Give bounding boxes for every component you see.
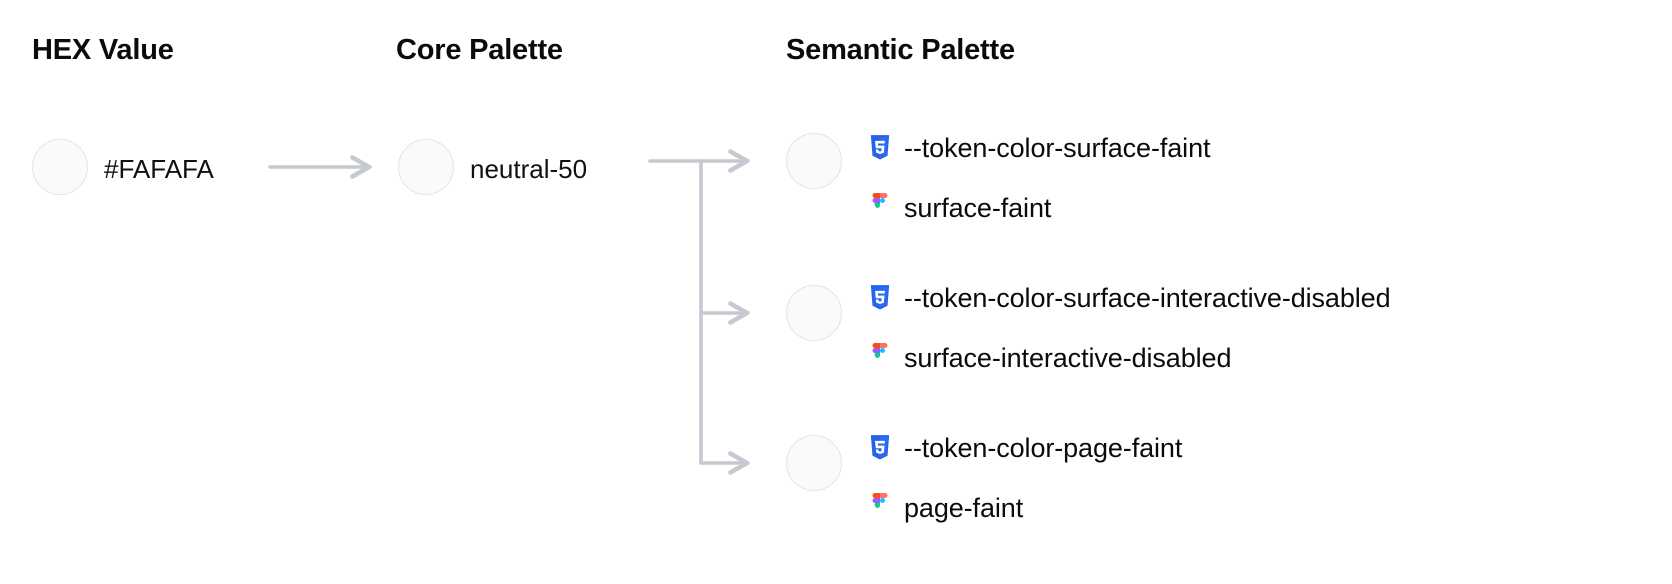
css-token-line: --token-color-surface-interactive-disabl… <box>866 268 1391 328</box>
color-swatch-semantic-page-faint <box>786 435 842 491</box>
css3-icon <box>866 433 894 463</box>
css-token-line: --token-color-page-faint <box>866 418 1182 478</box>
color-swatch-core <box>398 139 454 195</box>
column-heading-core-palette: Core Palette <box>396 34 563 66</box>
color-swatch-semantic-surface-faint <box>786 133 842 189</box>
column-heading-semantic-palette: Semantic Palette <box>786 34 1015 66</box>
css3-icon <box>866 133 894 163</box>
column-heading-hex-value: HEX Value <box>32 34 174 66</box>
css3-icon <box>866 283 894 313</box>
figma-token-line: surface-interactive-disabled <box>866 328 1391 388</box>
semantic-token-group: --token-color-surface-interactive-disabl… <box>866 268 1391 388</box>
figma-icon <box>866 193 894 223</box>
css-token-line: --token-color-surface-faint <box>866 118 1211 178</box>
css-token-name: --token-color-surface-interactive-disabl… <box>904 282 1391 313</box>
hex-value-label: #FAFAFA <box>104 154 214 184</box>
semantic-token-group: --token-color-page-faint page-faint <box>866 418 1182 538</box>
figma-token-name: surface-interactive-disabled <box>904 342 1232 373</box>
figma-token-name: page-faint <box>904 492 1024 523</box>
figma-token-line: surface-faint <box>866 178 1210 238</box>
css-token-name: --token-color-surface-faint <box>904 132 1211 163</box>
figma-token-line: page-faint <box>866 478 1182 538</box>
figma-icon <box>866 343 894 373</box>
figma-icon <box>866 493 894 523</box>
core-palette-label: neutral-50 <box>470 154 588 184</box>
css-token-name: --token-color-page-faint <box>904 432 1183 463</box>
figma-token-name: surface-faint <box>904 192 1052 223</box>
color-swatch-hex <box>32 139 88 195</box>
semantic-token-group: --token-color-surface-faint surface-fain… <box>866 118 1211 238</box>
color-swatch-semantic-surface-interactive-disabled <box>786 285 842 341</box>
